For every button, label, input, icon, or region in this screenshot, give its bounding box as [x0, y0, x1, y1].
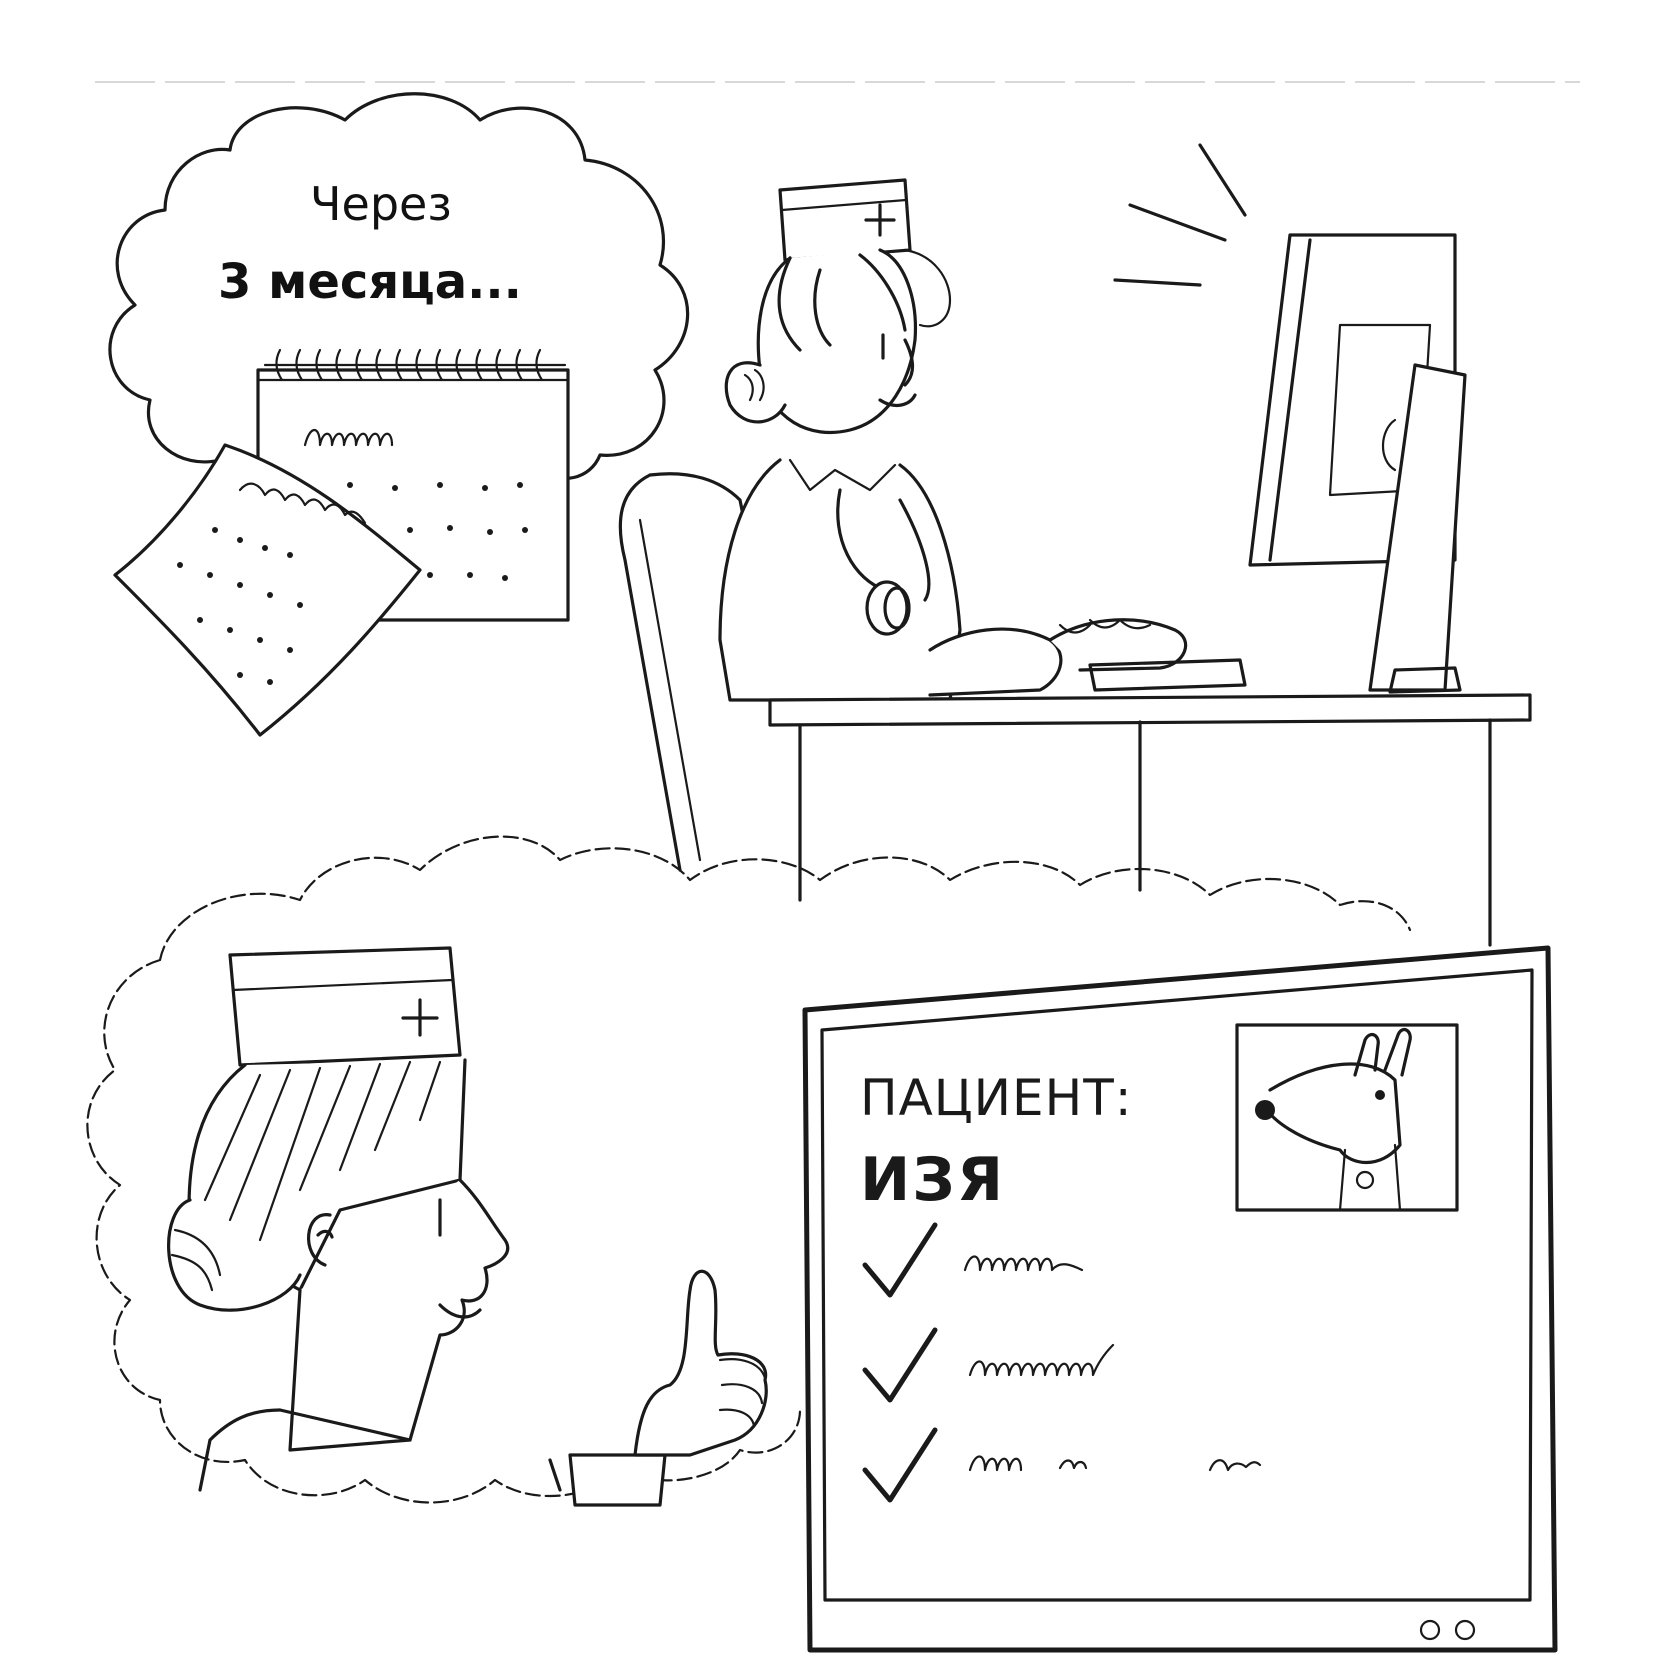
doctor-thumbs-up	[167, 946, 768, 1507]
attention-lines	[1113, 143, 1247, 287]
desk	[768, 693, 1532, 947]
doctor-typing	[718, 178, 1247, 702]
calendar-icon	[113, 348, 570, 737]
medical-cross-icon	[864, 203, 896, 237]
checklist-item	[862, 1427, 1262, 1503]
patient-label: ПАЦИЕНТ:	[860, 1069, 1133, 1127]
bubble-text-line2: 3 месяца...	[218, 254, 522, 310]
office-chair	[618, 472, 782, 872]
checklist-item	[862, 1222, 1084, 1298]
checkmark-icon	[862, 1427, 938, 1503]
checklist-item	[862, 1327, 1115, 1403]
checkmark-icon	[862, 1222, 938, 1298]
medical-cross-icon	[401, 998, 439, 1037]
bubble-text-line1: Через	[310, 177, 452, 231]
computer-monitor	[1248, 233, 1467, 694]
checkmark-icon	[862, 1327, 938, 1403]
thought-bubble	[108, 92, 690, 480]
patient-record-screen: ПАЦИЕНТ: ИЗЯ	[802, 945, 1558, 1653]
dog-face	[1255, 1027, 1412, 1212]
checklist	[862, 1222, 1262, 1503]
patient-name: ИЗЯ	[860, 1145, 1005, 1215]
